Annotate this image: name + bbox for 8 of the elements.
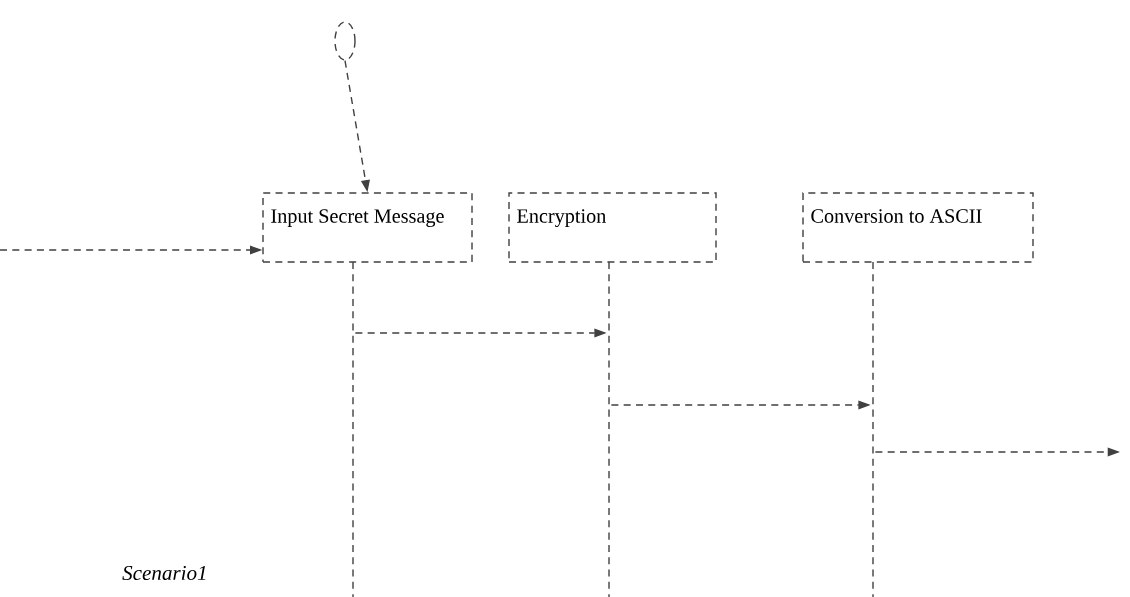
process-box: Conversion to ASCII (802, 192, 1034, 263)
lifeline (872, 262, 874, 597)
process-box: Encryption (508, 192, 717, 263)
lifeline (352, 262, 354, 597)
start-oval (334, 21, 356, 61)
lifeline (608, 262, 610, 597)
process-box: Input Secret Message (262, 192, 473, 263)
scenario-label: Scenario1 (122, 565, 206, 581)
